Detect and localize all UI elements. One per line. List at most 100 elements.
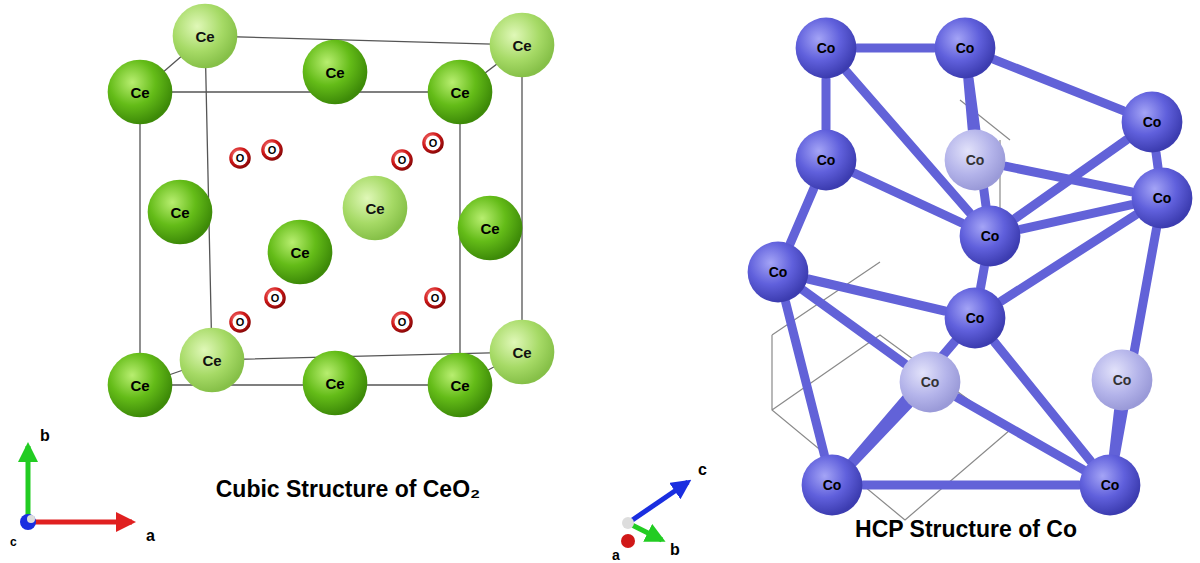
axis-label: a [612,548,620,562]
cerium-atom: Ce [302,350,368,416]
atom-label: Co [1113,373,1132,387]
atom-label: Ce [450,85,469,100]
atom-label: Co [966,311,985,325]
atom-label: O [429,138,438,149]
cerium-atom: Ce [302,39,368,105]
cerium-atom: Ce [489,319,555,385]
oxygen-atom: O [229,147,251,169]
axis-label: b [40,428,50,444]
figure-caption: HCP Structure of Co [855,518,1077,541]
cobalt-atom: Co [959,205,1021,267]
cerium-atom: Ce [172,3,238,69]
cobalt-atom: Co [795,17,857,79]
cerium-atom: Ce [457,195,523,261]
atom-label: Co [817,41,836,55]
cobalt-atom: Co [944,129,1006,191]
cerium-atom: Ce [427,352,493,418]
atom-label: Ce [170,205,189,220]
atom-label: Ce [512,38,531,53]
atom-label: Co [1143,115,1162,129]
cobalt-atom: Co [1079,454,1141,516]
cerium-atom: Ce [342,175,408,241]
cerium-atom: Ce [107,352,173,418]
unit-cell-lines [772,100,1010,520]
atom-label: Co [966,153,985,167]
atom-label: Ce [195,29,214,44]
bond-line [790,189,814,244]
cerium-atom: Ce [147,179,213,245]
atom-label: Co [817,153,836,167]
bond-line [957,397,1083,469]
atom-label: Ce [480,221,499,236]
cobalt-atom: Co [1091,349,1153,411]
cobalt-atom: Co [747,241,809,303]
cobalt-atom: Co [899,351,961,413]
bond-line [994,59,1123,110]
bond-line [863,481,1079,490]
axis-triad [20,446,132,530]
atom-label: Co [823,478,842,492]
atom-label: Co [1153,191,1172,205]
atom-label: O [398,155,407,166]
bond-line [803,290,905,364]
axis-triad [621,482,688,548]
atom-label: Co [956,41,975,55]
oxygen-atom: O [264,287,286,309]
bond-line [854,173,962,223]
bond-line [968,79,972,129]
atom-label: Ce [202,353,221,368]
oxygen-atom: O [391,311,413,333]
figure-caption: Cubic Structure of CeO₂ [216,478,481,501]
atom-label: O [236,317,245,328]
atom-label: Co [981,229,1000,243]
cobalt-atom: Co [801,454,863,516]
oxygen-atom: O [391,149,413,171]
bond-line [857,44,934,53]
atom-label: Co [1101,478,1120,492]
bond-line [1001,215,1136,302]
atom-label: Ce [512,345,531,360]
bond-line [981,267,985,288]
atom-label: Ce [325,65,344,80]
atom-label: O [398,317,407,328]
atom-label: Co [921,375,940,389]
atom-label: Ce [130,85,149,100]
cobalt-atom: Co [1121,91,1183,153]
atom-label: O [431,293,440,304]
oxygen-atom: O [422,132,444,154]
cerium-atom: Ce [179,327,245,393]
cobalt-atom: Co [934,17,996,79]
atom-label: Ce [365,201,384,216]
cerium-atom: Ce [107,59,173,125]
bond-line [822,79,831,129]
cerium-atom: Ce [427,59,493,125]
cerium-atom: Ce [489,12,555,78]
atom-label: O [271,293,280,304]
atom-label: Ce [325,376,344,391]
cobalt-atom: Co [795,129,857,191]
bond-line [1005,166,1131,192]
bond-line [1114,411,1119,454]
atom-label: Co [769,265,788,279]
atom-label: Ce [290,245,309,260]
oxygen-atom: O [261,139,283,161]
cobalt-atom: Co [1131,167,1193,229]
bond-line [786,302,825,455]
axis-label: c [10,536,17,548]
atom-label: O [236,153,245,164]
bond-line [1156,153,1158,168]
axis-label: a [146,528,155,544]
axis-label: b [670,542,680,558]
atom-label: O [268,145,277,156]
atom-label: Ce [450,378,469,393]
oxygen-atom: O [424,287,446,309]
bond-line [853,405,908,463]
axis-label: c [698,462,707,478]
atom-label: Ce [130,378,149,393]
cerium-atom: Ce [267,219,333,285]
cobalt-atom: Co [944,287,1006,349]
oxygen-atom: O [229,311,251,333]
